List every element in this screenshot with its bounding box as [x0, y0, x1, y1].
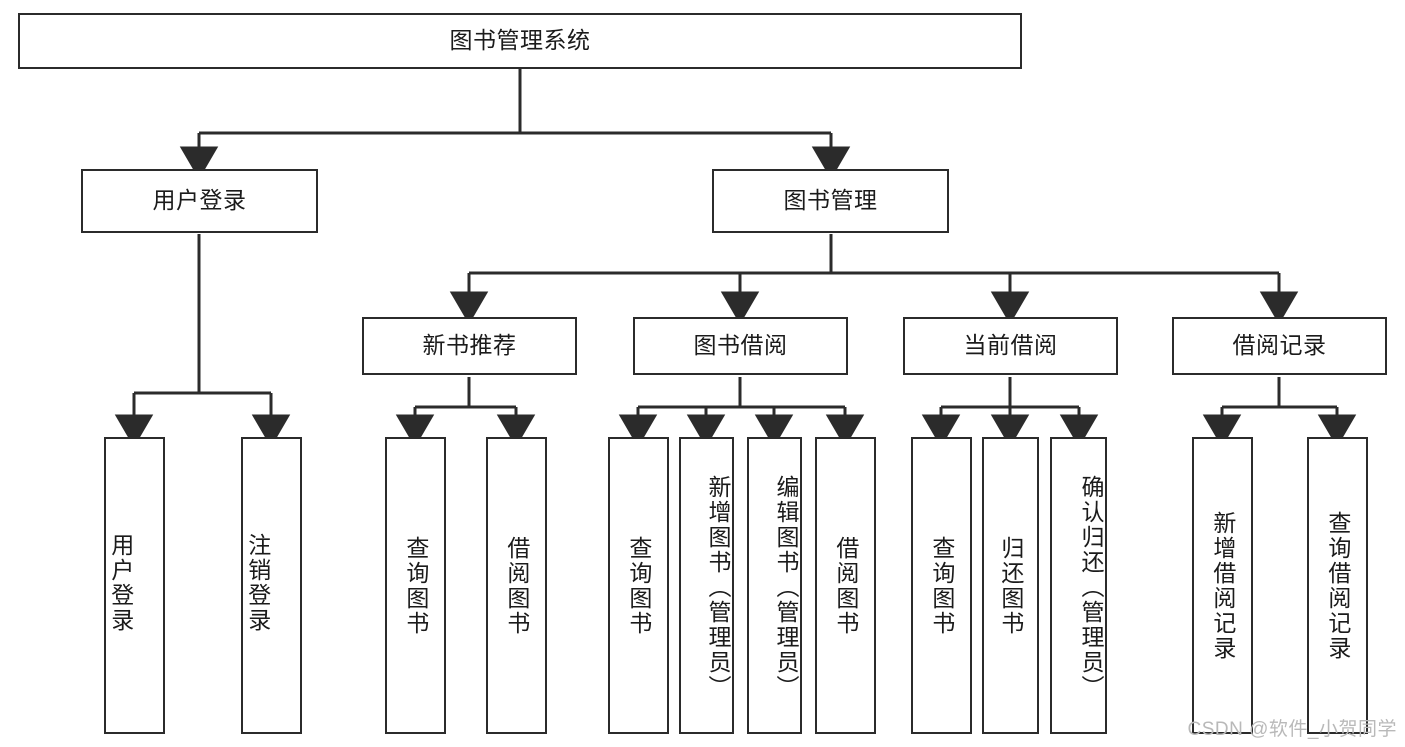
- node-user-login[interactable]: 用户登录: [81, 169, 318, 233]
- leaf-label: 借阅图书: [832, 535, 859, 636]
- leaf-label: 注销登录: [244, 532, 271, 633]
- node-book-borrow[interactable]: 图书借阅: [633, 317, 848, 375]
- leaf-label: 新增借阅记录: [1209, 510, 1236, 661]
- leaf-query-borrow-record[interactable]: 查询借阅记录: [1307, 437, 1368, 734]
- leaf-query-book-new[interactable]: 查询图书: [385, 437, 446, 734]
- edges-newbook-leaves: [395, 377, 536, 448]
- node-root-system[interactable]: 图书管理系统: [18, 13, 1022, 69]
- edges-borrowrecord-leaves: [1202, 377, 1357, 448]
- leaf-add-borrow-record[interactable]: 新增借阅记录: [1192, 437, 1253, 734]
- leaf-borrow-book-new[interactable]: 借阅图书: [486, 437, 547, 734]
- edges-currentborrow-leaves: [921, 377, 1099, 448]
- node-borrow-record[interactable]: 借阅记录: [1172, 317, 1387, 375]
- leaf-confirm-return[interactable]: 确认归还（管理员）: [1050, 437, 1107, 734]
- node-current-borrow[interactable]: 当前借阅: [903, 317, 1118, 375]
- leaf-edit-book[interactable]: 编辑图书（管理员）: [747, 437, 802, 734]
- leaf-label: 查询借阅记录: [1324, 510, 1351, 661]
- leaf-label: 归还图书: [997, 535, 1024, 636]
- csdn-watermark: CSDN @软件_小贺同学: [1187, 719, 1397, 740]
- leaf-borrow-book-borrow[interactable]: 借阅图书: [815, 437, 876, 734]
- leaf-label: 确认归还（管理员）: [1078, 475, 1104, 700]
- leaf-label: 借阅图书: [503, 535, 530, 636]
- node-new-book-recommend[interactable]: 新书推荐: [362, 317, 577, 375]
- leaf-label: 查询图书: [928, 535, 955, 636]
- leaf-add-book[interactable]: 新增图书（管理员）: [679, 437, 734, 734]
- edges-bookborrow-leaves: [618, 377, 865, 448]
- edges-root-level2: [179, 69, 851, 180]
- leaf-label: 新增图书（管理员）: [705, 475, 731, 700]
- edges-bookmanage-level3: [449, 234, 1299, 325]
- leaf-label: 用户登录: [107, 532, 134, 633]
- leaf-label: 查询图书: [402, 535, 429, 636]
- leaf-label: 查询图书: [625, 535, 652, 636]
- leaf-query-book-current[interactable]: 查询图书: [911, 437, 972, 734]
- edges-userlogin-leaves: [114, 234, 291, 448]
- leaf-user-logout[interactable]: 注销登录: [241, 437, 302, 734]
- leaf-query-book-borrow[interactable]: 查询图书: [608, 437, 669, 734]
- leaf-return-book[interactable]: 归还图书: [982, 437, 1039, 734]
- leaf-label: 编辑图书（管理员）: [773, 475, 799, 700]
- node-book-manage[interactable]: 图书管理: [712, 169, 949, 233]
- leaf-user-login[interactable]: 用户登录: [104, 437, 165, 734]
